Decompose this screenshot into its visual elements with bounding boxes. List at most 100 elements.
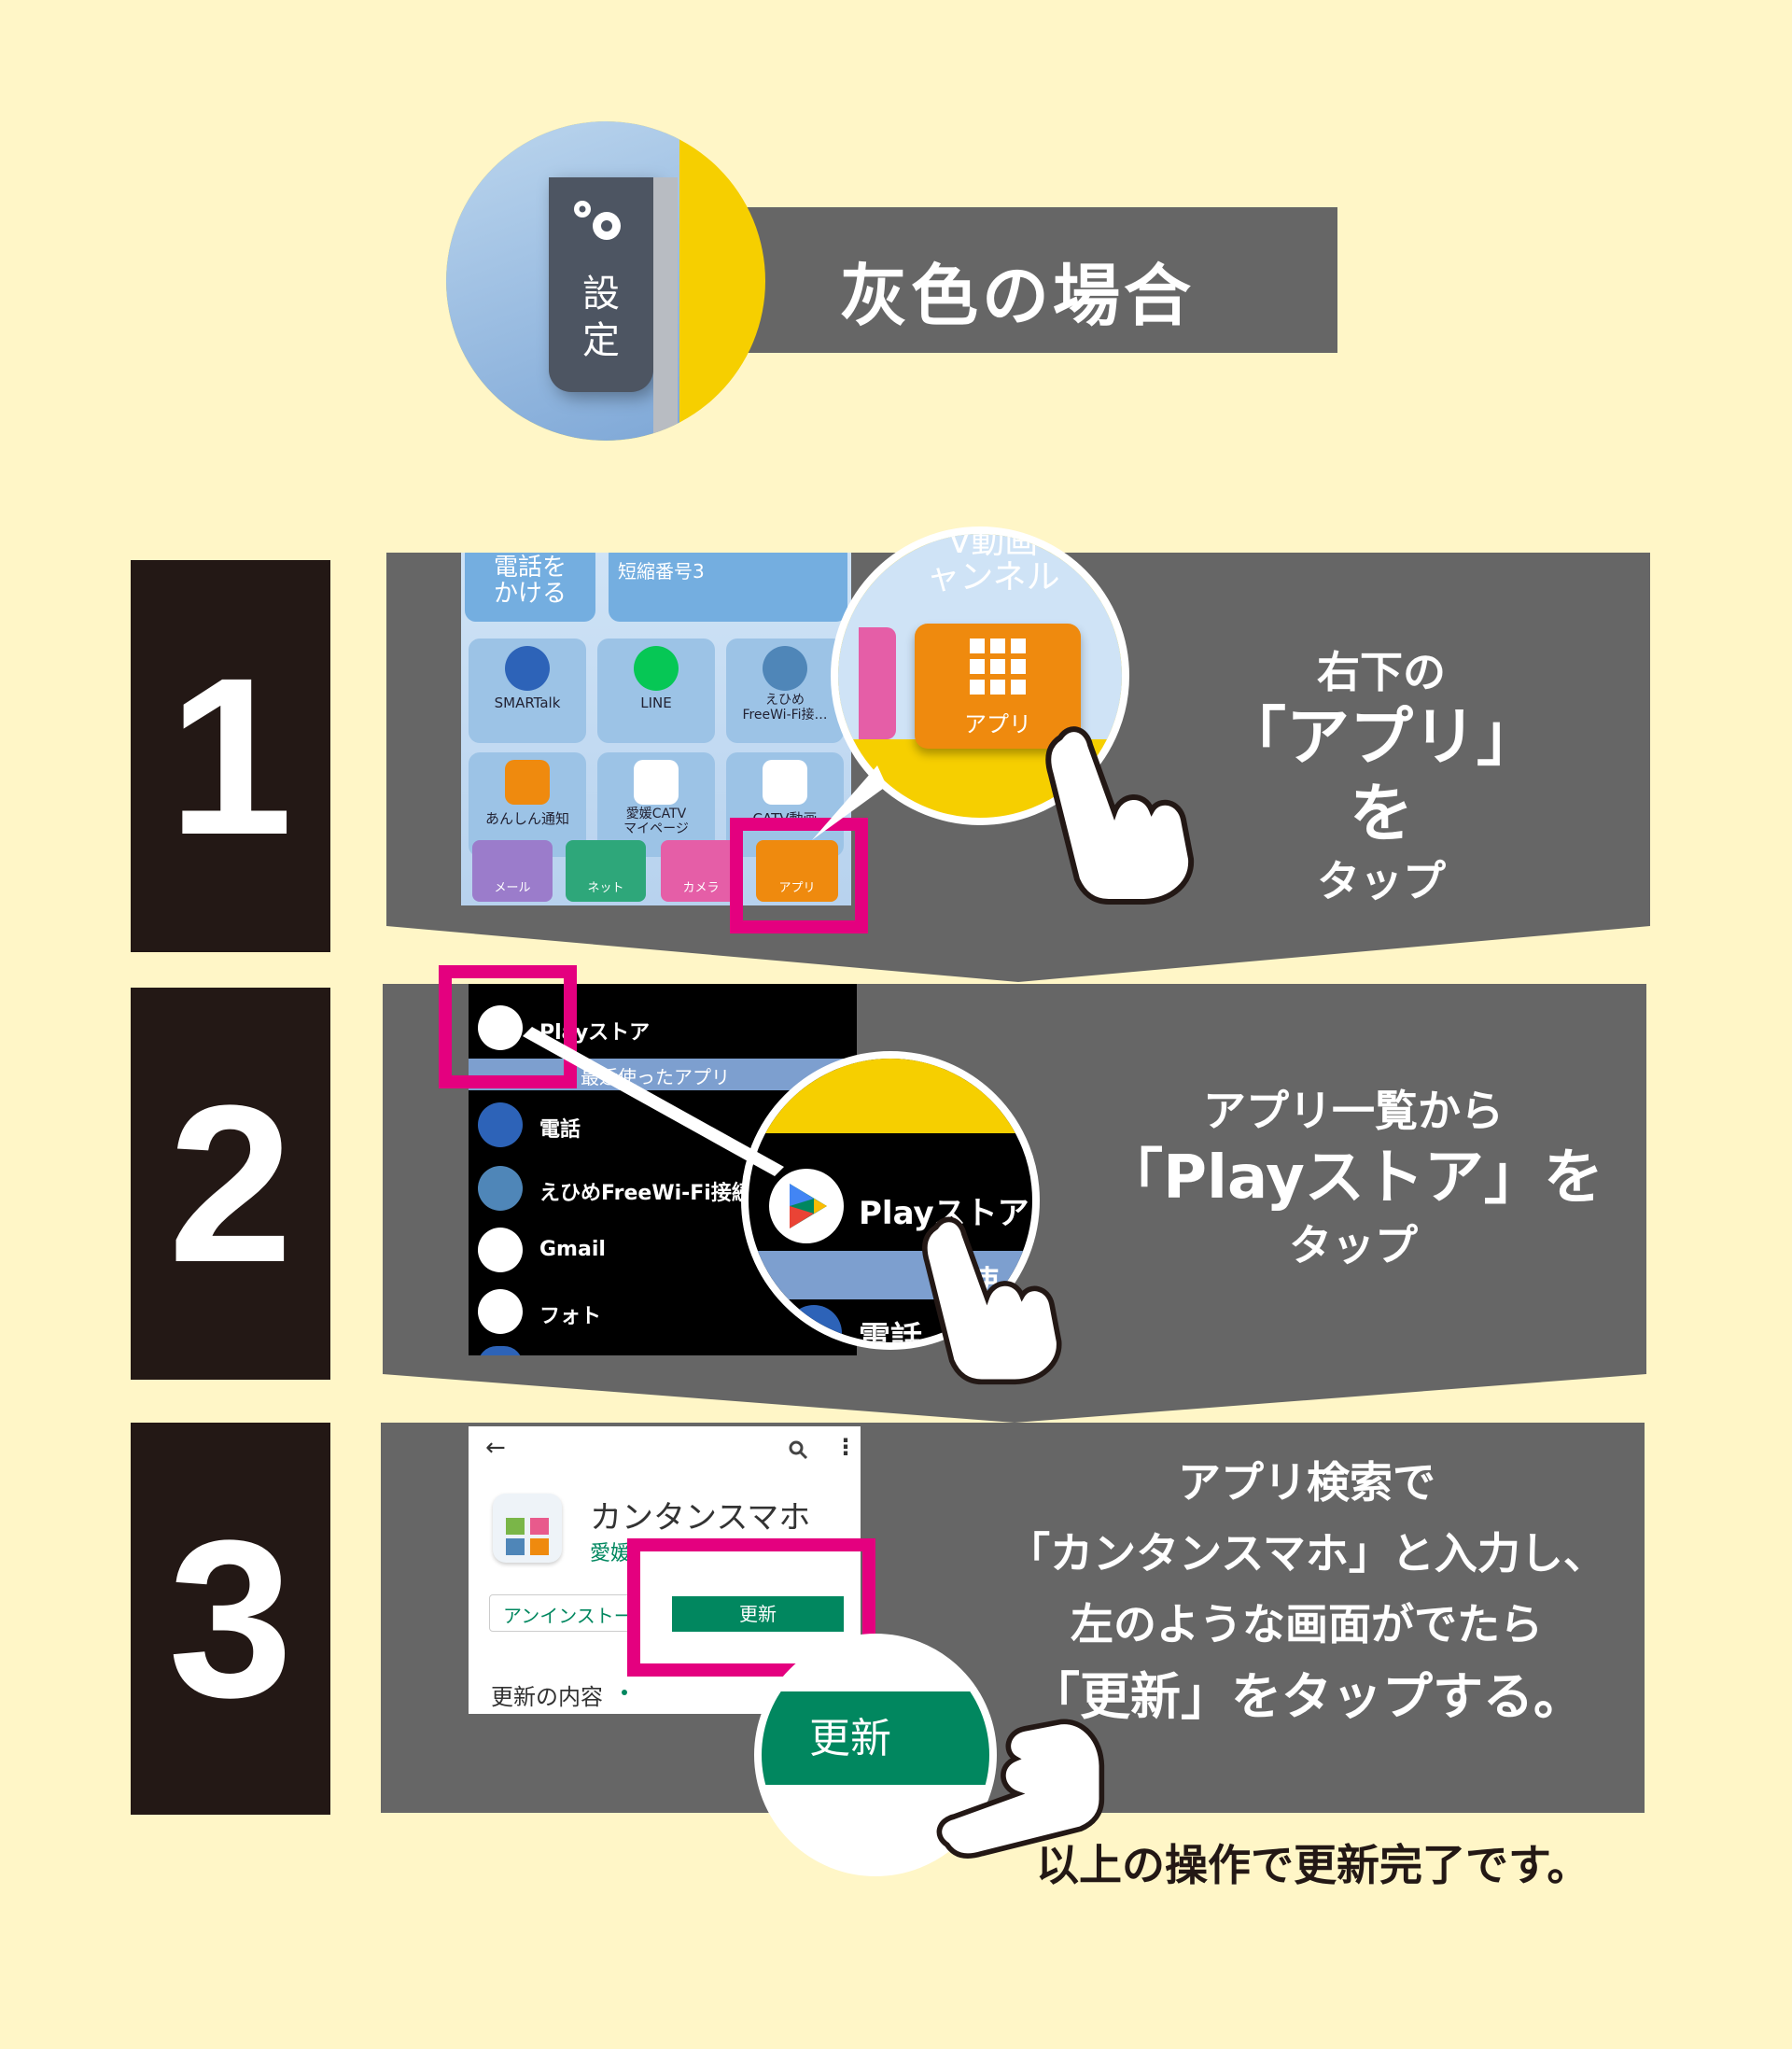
zoom-update-label: 更新 xyxy=(809,1715,891,1762)
phone-side-strip xyxy=(653,177,678,441)
dock-label: ネット xyxy=(587,881,624,895)
zoom-update-bar[interactable] xyxy=(762,1691,989,1785)
footer-note: 以上の操作で更新完了です。 xyxy=(1036,1840,1590,1890)
app-label: えひめFreeWi-Fi接続ア xyxy=(539,1182,773,1205)
next-icon-peek xyxy=(478,1346,523,1355)
dock-label: カメラ xyxy=(682,881,720,895)
instruction-line: アプリ一覧から xyxy=(1203,1086,1504,1136)
dock-camera[interactable]: カメラ xyxy=(661,840,741,902)
play-triangle-icon xyxy=(790,1184,827,1228)
dot-icon xyxy=(622,1690,627,1695)
zoom-connector xyxy=(523,1027,784,1176)
instruction-line: 右下の xyxy=(1317,647,1446,697)
instruction-line: タップ xyxy=(1317,856,1446,906)
app-label: Playストア xyxy=(539,1021,651,1045)
tile-label: SMARTalk xyxy=(494,695,561,711)
dock-net[interactable]: ネット xyxy=(566,840,646,902)
step-number-1: 1 xyxy=(131,560,330,952)
tile-smartalk[interactable]: SMARTalk xyxy=(469,639,586,743)
icon-cell xyxy=(530,1538,549,1555)
grid-icon xyxy=(970,639,1026,695)
tile-line[interactable]: LINE xyxy=(597,639,715,743)
zoom-app-label: アプリ xyxy=(964,711,1031,737)
dock-label: アプリ xyxy=(778,881,816,895)
instruction-line: 「更新」をタップする。 xyxy=(1029,1667,1584,1726)
settings-label: 設定 xyxy=(582,273,620,362)
zoom-app-button: V動画 ャンネル アプリ xyxy=(831,526,1129,825)
catv-icon xyxy=(763,760,807,805)
play-store-icon xyxy=(769,1169,844,1243)
dock-mail[interactable]: メール xyxy=(472,840,553,902)
list-item[interactable]: Gmail xyxy=(469,1219,857,1281)
step-number-2: 2 xyxy=(131,988,330,1380)
home-screen: 電話を かける 短縮番号3 SMARTalk LINE えひめ FreeWi-F… xyxy=(461,553,851,905)
phone-icon xyxy=(478,1102,523,1147)
gmail-icon xyxy=(478,1228,523,1272)
zoom-connector xyxy=(812,765,887,840)
back-arrow-icon[interactable]: ← xyxy=(485,1434,506,1462)
more-icon[interactable]: ⋮ xyxy=(834,1434,857,1460)
step-number-3: 3 xyxy=(131,1423,330,1815)
instruction-line: 左のような画面がでたら xyxy=(1071,1599,1543,1649)
dock-label: メール xyxy=(494,881,531,895)
tile-label: 電話を かける xyxy=(493,554,567,608)
icon-cell xyxy=(506,1518,525,1535)
kantan-app-icon xyxy=(493,1494,562,1563)
settings-tab[interactable]: 設定 xyxy=(549,177,653,392)
step-2-instruction: アプリ一覧から 「Playストア」を タップ xyxy=(1101,1083,1605,1273)
step-1-instruction: 右下の 「アプリ」を タップ xyxy=(1195,644,1568,909)
zoom-side-tile xyxy=(859,627,896,739)
list-item[interactable]: えひめFreeWi-Fi接続ア xyxy=(469,1158,857,1219)
tile-label: えひめ FreeWi-Fi接… xyxy=(742,693,828,723)
zoom-app-tile[interactable]: アプリ xyxy=(915,624,1081,749)
photos-icon xyxy=(478,1289,523,1334)
header-bar xyxy=(745,207,1337,353)
hand-pointer-icon xyxy=(936,1719,1105,1859)
tile-speed-dial[interactable]: 短縮番号3 xyxy=(609,553,847,622)
tile-freewifi[interactable]: えひめ FreeWi-Fi接… xyxy=(726,639,844,743)
hand-pointer-icon xyxy=(922,1216,1062,1385)
instruction-line: タップ xyxy=(1289,1220,1418,1270)
instruction-line: 「カンタンスマホ」と入力し、 xyxy=(1007,1528,1606,1579)
smartalk-icon xyxy=(505,646,550,691)
tile-label: 短縮番号3 xyxy=(618,560,705,582)
hand-pointer-icon xyxy=(1045,726,1195,905)
developer-name[interactable]: 愛媛 xyxy=(590,1542,632,1565)
gear-icon xyxy=(574,201,621,240)
play-store-icon xyxy=(478,1005,523,1050)
page-title: 灰色の場合 xyxy=(840,257,1196,335)
tile-call[interactable]: 電話を かける xyxy=(465,553,595,622)
zoom-phone-label: 電話 xyxy=(859,1320,922,1350)
whats-new-label: 更新の内容 xyxy=(491,1684,603,1710)
mypage-icon xyxy=(634,760,679,805)
wifi-icon xyxy=(478,1166,523,1211)
instruction-line: アプリ検索で xyxy=(1178,1457,1435,1508)
update-button[interactable]: 更新 xyxy=(672,1596,844,1632)
bird-icon xyxy=(505,760,550,805)
tile-label: LINE xyxy=(640,695,672,711)
list-item[interactable]: Playストア xyxy=(469,997,857,1059)
list-item[interactable]: フォト xyxy=(469,1281,857,1342)
uninstall-button[interactable]: アンインストー xyxy=(489,1594,638,1632)
zoom-bg xyxy=(749,1059,1032,1133)
app-label: Gmail xyxy=(539,1238,606,1261)
zoom-tile-label: V動画 ャンネル xyxy=(926,526,1060,596)
zoom-phone-icon xyxy=(786,1305,842,1342)
tile-mypage[interactable]: 愛媛CATV マイページ xyxy=(597,752,715,857)
line-icon xyxy=(634,646,679,691)
dock-app[interactable]: アプリ xyxy=(756,840,838,902)
search-icon[interactable] xyxy=(788,1439,808,1460)
tile-anshin[interactable]: あんしん通知 xyxy=(469,752,586,857)
instruction-line: 「アプリ」を xyxy=(1222,701,1540,851)
wifi-icon xyxy=(763,646,807,691)
icon-cell xyxy=(530,1518,549,1535)
tile-label: 愛媛CATV マイページ xyxy=(623,807,689,836)
app-name: カンタンスマホ xyxy=(590,1499,811,1537)
instruction-line: 「Playストア」を xyxy=(1103,1144,1603,1213)
list-item[interactable]: 電話 xyxy=(469,1094,857,1156)
app-label: フォト xyxy=(539,1305,602,1328)
settings-zoom-circle: 設定 xyxy=(446,121,765,441)
app-label: 電話 xyxy=(539,1118,581,1142)
tile-label: あんしん通知 xyxy=(484,810,569,827)
step-3-instruction: アプリ検索で 「カンタンスマホ」と入力し、 左のような画面がでたら 「更新」をタ… xyxy=(971,1447,1643,1734)
